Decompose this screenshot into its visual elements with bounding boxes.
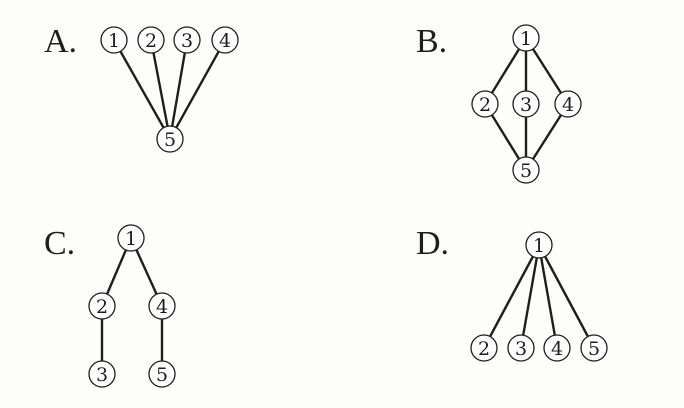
node-number: 5: [520, 160, 532, 182]
option-d-node-5: 5: [580, 334, 608, 362]
option-b-edge-1-2: [490, 47, 521, 95]
node-number: 5: [164, 129, 176, 151]
node-number: 5: [156, 364, 168, 386]
option-a-edge-2-5: [152, 51, 169, 128]
option-d-edge-1-5: [543, 255, 590, 338]
node-number: 3: [520, 94, 532, 116]
node-number: 4: [562, 94, 574, 116]
option-d-node-2: 2: [470, 334, 498, 362]
node-circle: [88, 292, 116, 320]
node-circle: [156, 125, 184, 153]
node-circle: [148, 292, 176, 320]
option-d-node-1: 1: [525, 231, 553, 259]
option-d: D. 1 2 3 4 5: [416, 225, 608, 362]
option-d-node-4: 4: [543, 334, 571, 362]
node-circle: [512, 24, 540, 52]
node-number: 1: [533, 235, 545, 257]
option-b-edge-2-5: [490, 113, 521, 161]
node-circle: [137, 26, 165, 54]
node-circle: [100, 26, 128, 54]
option-b-node-2: 2: [471, 90, 499, 118]
option-c: C. 1 2 3 4 5: [44, 224, 176, 388]
node-number: 1: [125, 228, 137, 250]
node-circle: [512, 90, 540, 118]
option-b-edge-4-5: [531, 113, 563, 161]
option-a-node-5: 5: [156, 125, 184, 153]
option-b-node-5: 5: [512, 156, 540, 184]
node-number: 2: [96, 296, 108, 318]
node-number: 1: [108, 30, 120, 52]
option-b-edge-1-4: [531, 47, 563, 95]
node-circle: [148, 360, 176, 388]
option-a-label: A.: [44, 23, 77, 60]
option-d-edge-1-4: [540, 256, 556, 337]
node-circle: [211, 26, 239, 54]
option-a-edge-1-5: [119, 50, 165, 129]
option-a-node-2: 2: [137, 26, 165, 54]
option-b-node-4: 4: [554, 90, 582, 118]
option-c-edge-1-2: [105, 248, 128, 296]
option-b-label: B.: [416, 23, 447, 60]
node-number: 2: [479, 94, 491, 116]
option-c-node-3: 3: [88, 360, 116, 388]
node-number: 2: [145, 30, 157, 52]
node-number: 3: [515, 338, 527, 360]
node-circle: [117, 224, 145, 252]
option-d-edge-1-3: [522, 256, 538, 337]
option-a-node-1: 1: [100, 26, 128, 54]
node-circle: [173, 26, 201, 54]
option-d-node-3: 3: [507, 334, 535, 362]
option-b: B. 1 2 3 4 5: [416, 23, 582, 184]
node-circle: [470, 334, 498, 362]
option-a-edge-3-5: [170, 51, 187, 128]
node-number: 5: [588, 338, 600, 360]
node-number: 4: [156, 296, 168, 318]
option-c-label: C.: [44, 225, 75, 262]
option-c-node-5: 5: [148, 360, 176, 388]
node-number: 2: [478, 338, 490, 360]
node-circle: [543, 334, 571, 362]
option-b-node-1: 1: [512, 24, 540, 52]
node-circle: [554, 90, 582, 118]
option-a-edge-4-5: [175, 50, 220, 129]
node-number: 1: [520, 28, 532, 50]
option-c-node-1: 1: [117, 224, 145, 252]
node-number: 4: [219, 30, 231, 52]
option-b-node-3: 3: [512, 90, 540, 118]
node-circle: [88, 360, 116, 388]
node-circle: [507, 334, 535, 362]
node-number: 4: [551, 338, 563, 360]
option-c-node-2: 2: [88, 292, 116, 320]
node-number: 3: [96, 364, 108, 386]
option-c-node-4: 4: [148, 292, 176, 320]
node-circle: [525, 231, 553, 259]
option-d-label: D.: [416, 225, 449, 262]
node-circle: [512, 156, 540, 184]
node-circle: [471, 90, 499, 118]
option-c-edge-1-4: [135, 248, 158, 296]
node-number: 3: [181, 30, 193, 52]
option-a: A. 1 2 3 4 5: [44, 23, 239, 153]
node-circle: [580, 334, 608, 362]
option-d-edge-1-2: [488, 255, 535, 338]
option-a-node-4: 4: [211, 26, 239, 54]
option-a-node-3: 3: [173, 26, 201, 54]
